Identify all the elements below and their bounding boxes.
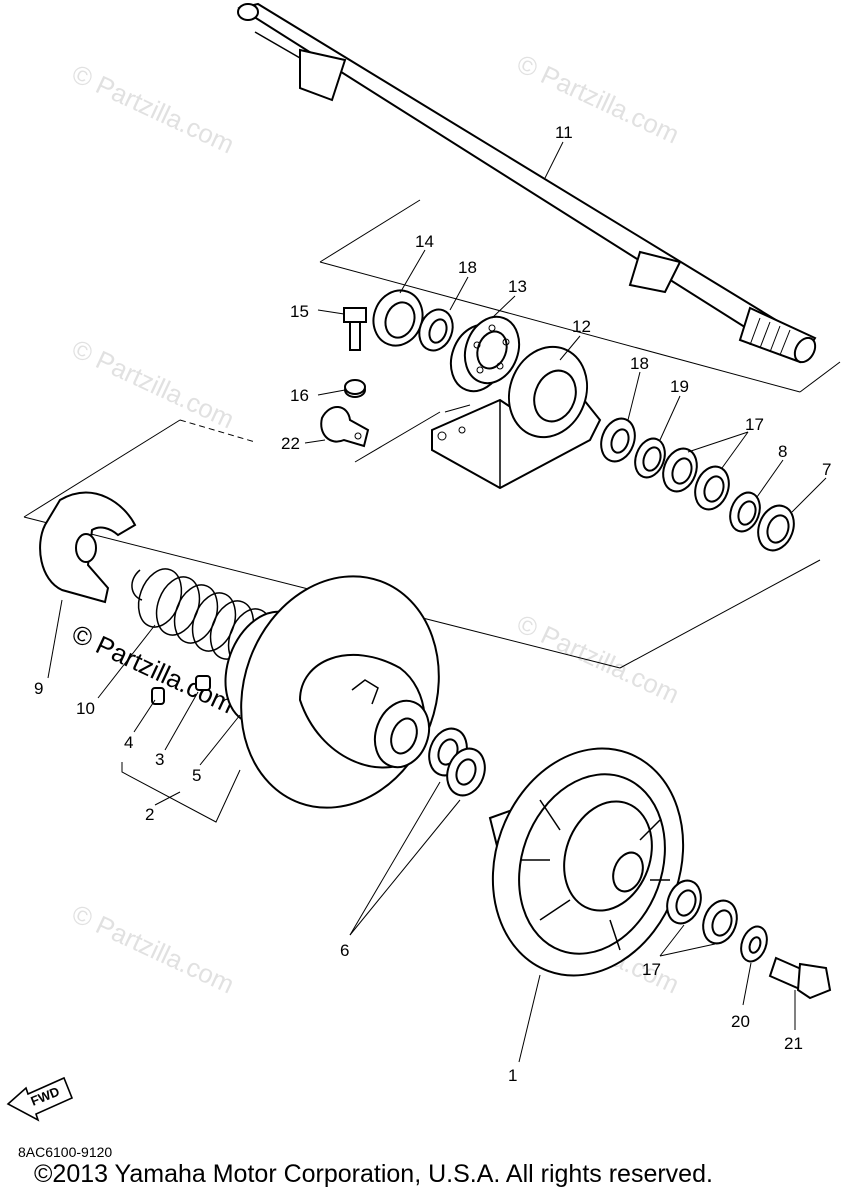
lower-washers bbox=[666, 879, 768, 963]
callout-8: 8 bbox=[778, 442, 787, 461]
callout-10: 10 bbox=[76, 699, 95, 718]
leader-lines bbox=[47, 141, 827, 1063]
callout-12: 12 bbox=[572, 317, 591, 336]
watermark: © Partzilla.com bbox=[512, 608, 683, 709]
callout-3: 3 bbox=[155, 750, 164, 769]
copyright-notice: ©2013 Yamaha Motor Corporation, U.S.A. A… bbox=[34, 1160, 713, 1188]
callout-17: 17 bbox=[745, 415, 764, 434]
bolt-21 bbox=[768, 956, 832, 1000]
right-washers bbox=[600, 417, 795, 552]
watermark: © Partzilla.com bbox=[67, 58, 238, 159]
callout-6: 6 bbox=[340, 941, 349, 960]
diagram-code: 8AC6100-9120 bbox=[18, 1144, 113, 1160]
nut bbox=[344, 379, 366, 398]
watermark: © Partzilla.com bbox=[512, 48, 683, 149]
callout-22: 22 bbox=[281, 434, 300, 453]
callout-4: 4 bbox=[124, 733, 133, 752]
callout-19: 19 bbox=[670, 377, 689, 396]
callouts: 11 14 18 13 12 15 16 22 18 19 17 8 7 9 1… bbox=[34, 123, 831, 1085]
watermark: © Partzilla.com bbox=[67, 898, 238, 999]
callout-2: 2 bbox=[145, 805, 154, 824]
callout-21: 21 bbox=[784, 1034, 803, 1053]
callout-18: 18 bbox=[458, 258, 477, 277]
callout-13: 13 bbox=[508, 277, 527, 296]
callout-11: 11 bbox=[555, 123, 573, 142]
callout-16: 16 bbox=[290, 386, 309, 405]
bearing bbox=[449, 315, 521, 393]
callout-1: 1 bbox=[508, 1066, 517, 1085]
clip bbox=[320, 406, 370, 448]
washer bbox=[418, 308, 454, 352]
movable-sheave bbox=[224, 575, 440, 809]
callout-15: 15 bbox=[290, 302, 309, 321]
callout-17: 17 bbox=[642, 960, 661, 979]
callout-9: 9 bbox=[34, 679, 43, 698]
fixed-sheave bbox=[488, 747, 685, 977]
spacers bbox=[428, 727, 486, 797]
callout-14: 14 bbox=[415, 232, 434, 251]
watermark: © Partzilla.com bbox=[67, 333, 238, 434]
cam bbox=[39, 491, 137, 604]
callout-20: 20 bbox=[731, 1012, 750, 1031]
callout-5: 5 bbox=[192, 766, 201, 785]
fwd-arrow-icon: FWD bbox=[6, 1076, 74, 1122]
callout-7: 7 bbox=[822, 460, 831, 479]
shaft bbox=[237, 2, 817, 364]
slider-parts bbox=[151, 675, 211, 705]
bolt-15 bbox=[343, 307, 367, 351]
callout-18: 18 bbox=[630, 354, 649, 373]
bearing-housing bbox=[431, 345, 602, 490]
